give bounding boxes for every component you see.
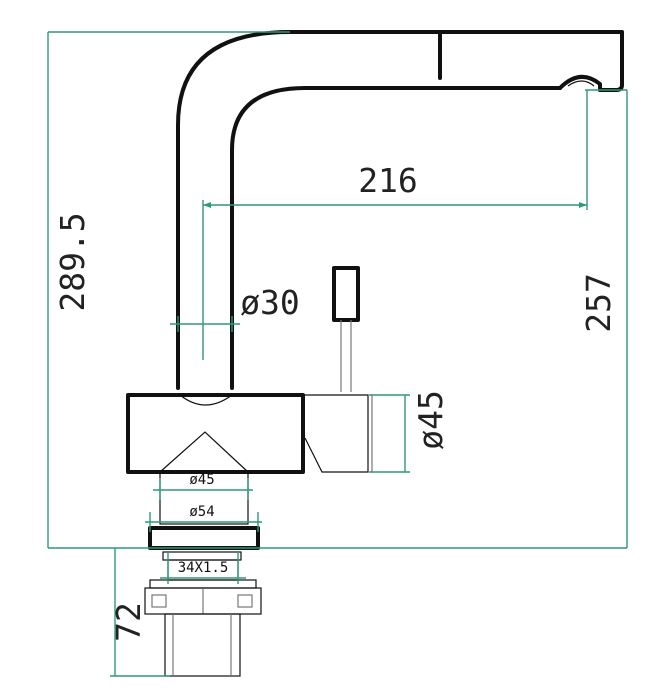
dim-label-body-diameter: ø45 xyxy=(411,390,450,450)
cartridge-housing xyxy=(300,394,369,473)
dim-label-spout-diameter: ø30 xyxy=(240,283,300,322)
aerator-outlet xyxy=(558,75,602,92)
mounting-shank xyxy=(144,551,262,677)
spout-inner-contour xyxy=(230,86,562,390)
dim-label-total-height: 289.5 xyxy=(53,212,92,311)
dim-label-shank-length: 72 xyxy=(109,602,148,642)
swivel-joint xyxy=(179,394,233,406)
base-plate xyxy=(148,526,260,550)
faucet-body xyxy=(126,393,305,474)
conical-base xyxy=(159,431,249,473)
faucet-outline xyxy=(126,30,624,677)
dimension-lines xyxy=(47,31,628,677)
dim-label-spout-reach: 216 xyxy=(358,161,418,200)
aerator-inner xyxy=(567,80,595,87)
spout-outer-contour xyxy=(176,30,624,390)
dim-label-thread: 34X1.5 xyxy=(178,560,229,576)
dim-label-base-outer-diameter: ø54 xyxy=(189,504,214,520)
lever-handle xyxy=(332,266,360,322)
dim-label-base-inner-diameter: ø45 xyxy=(189,472,214,488)
dim-label-outlet-height: 257 xyxy=(579,273,618,333)
